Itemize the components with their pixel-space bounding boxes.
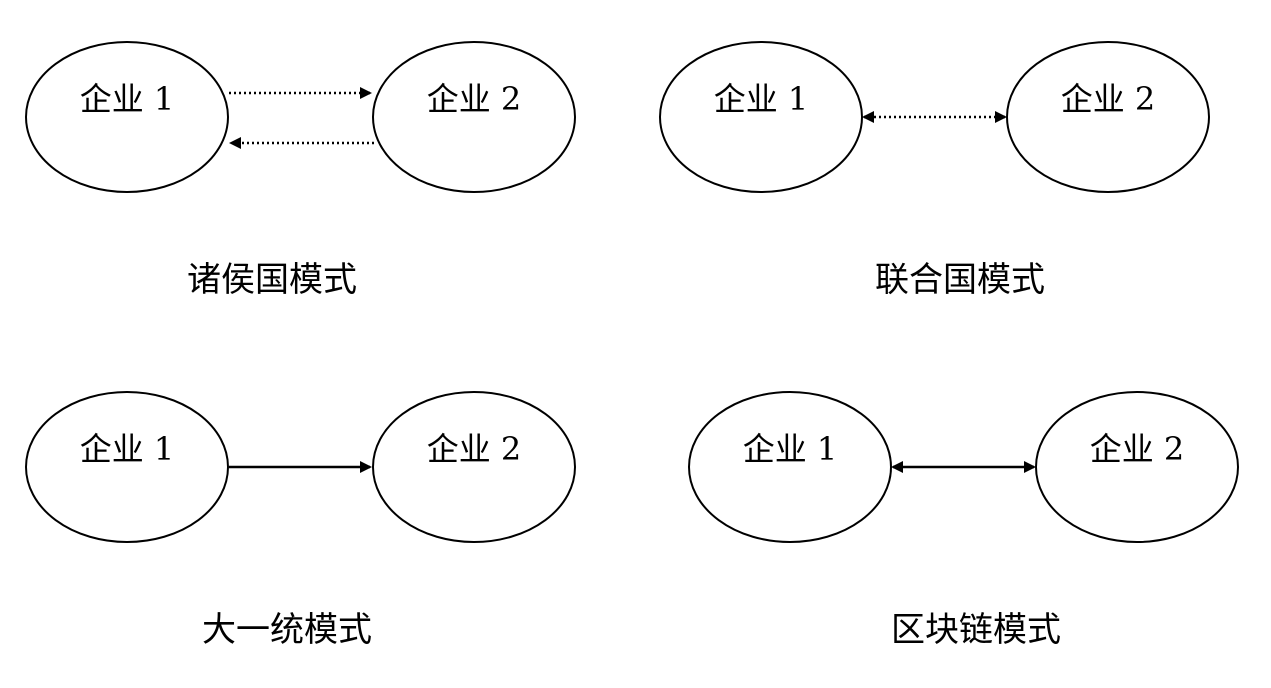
panel-feudal-caption: 诸侯国模式 [187, 260, 357, 300]
panel-blockchain-node-right [1035, 391, 1239, 543]
panel-unification-caption: 大一统模式 [202, 610, 372, 650]
panel-unification: 企业 1 企业 2 大一统模式 [25, 391, 576, 650]
panel-feudal-node-left-label: 企业 1 [80, 80, 175, 118]
panel-feudal: 企业 1 企业 2 诸侯国模式 [25, 41, 576, 300]
panel-unification-node-left-label: 企业 1 [80, 430, 175, 468]
panel-united-nations: 企业 1 企业 2 联合国模式 [659, 41, 1210, 300]
panel-feudal-node-right-label: 企业 2 [427, 80, 522, 118]
panel-unification-node-right-label: 企业 2 [427, 430, 522, 468]
panel-blockchain-node-right-label: 企业 2 [1090, 430, 1185, 468]
panel-feudal-node-right [372, 41, 576, 193]
panel-united-nations-node-left-label: 企业 1 [714, 80, 809, 118]
panel-feudal-node-left [25, 41, 229, 193]
panel-united-nations-caption: 联合国模式 [875, 260, 1045, 300]
panel-blockchain-caption: 区块链模式 [891, 610, 1061, 650]
panel-blockchain: 企业 1 企业 2 区块链模式 [688, 391, 1239, 650]
panel-unification-node-right [372, 391, 576, 543]
panel-united-nations-node-right-label: 企业 2 [1061, 80, 1156, 118]
panel-unification-node-left [25, 391, 229, 543]
panel-united-nations-node-right [1006, 41, 1210, 193]
panel-blockchain-node-left-label: 企业 1 [743, 430, 838, 468]
